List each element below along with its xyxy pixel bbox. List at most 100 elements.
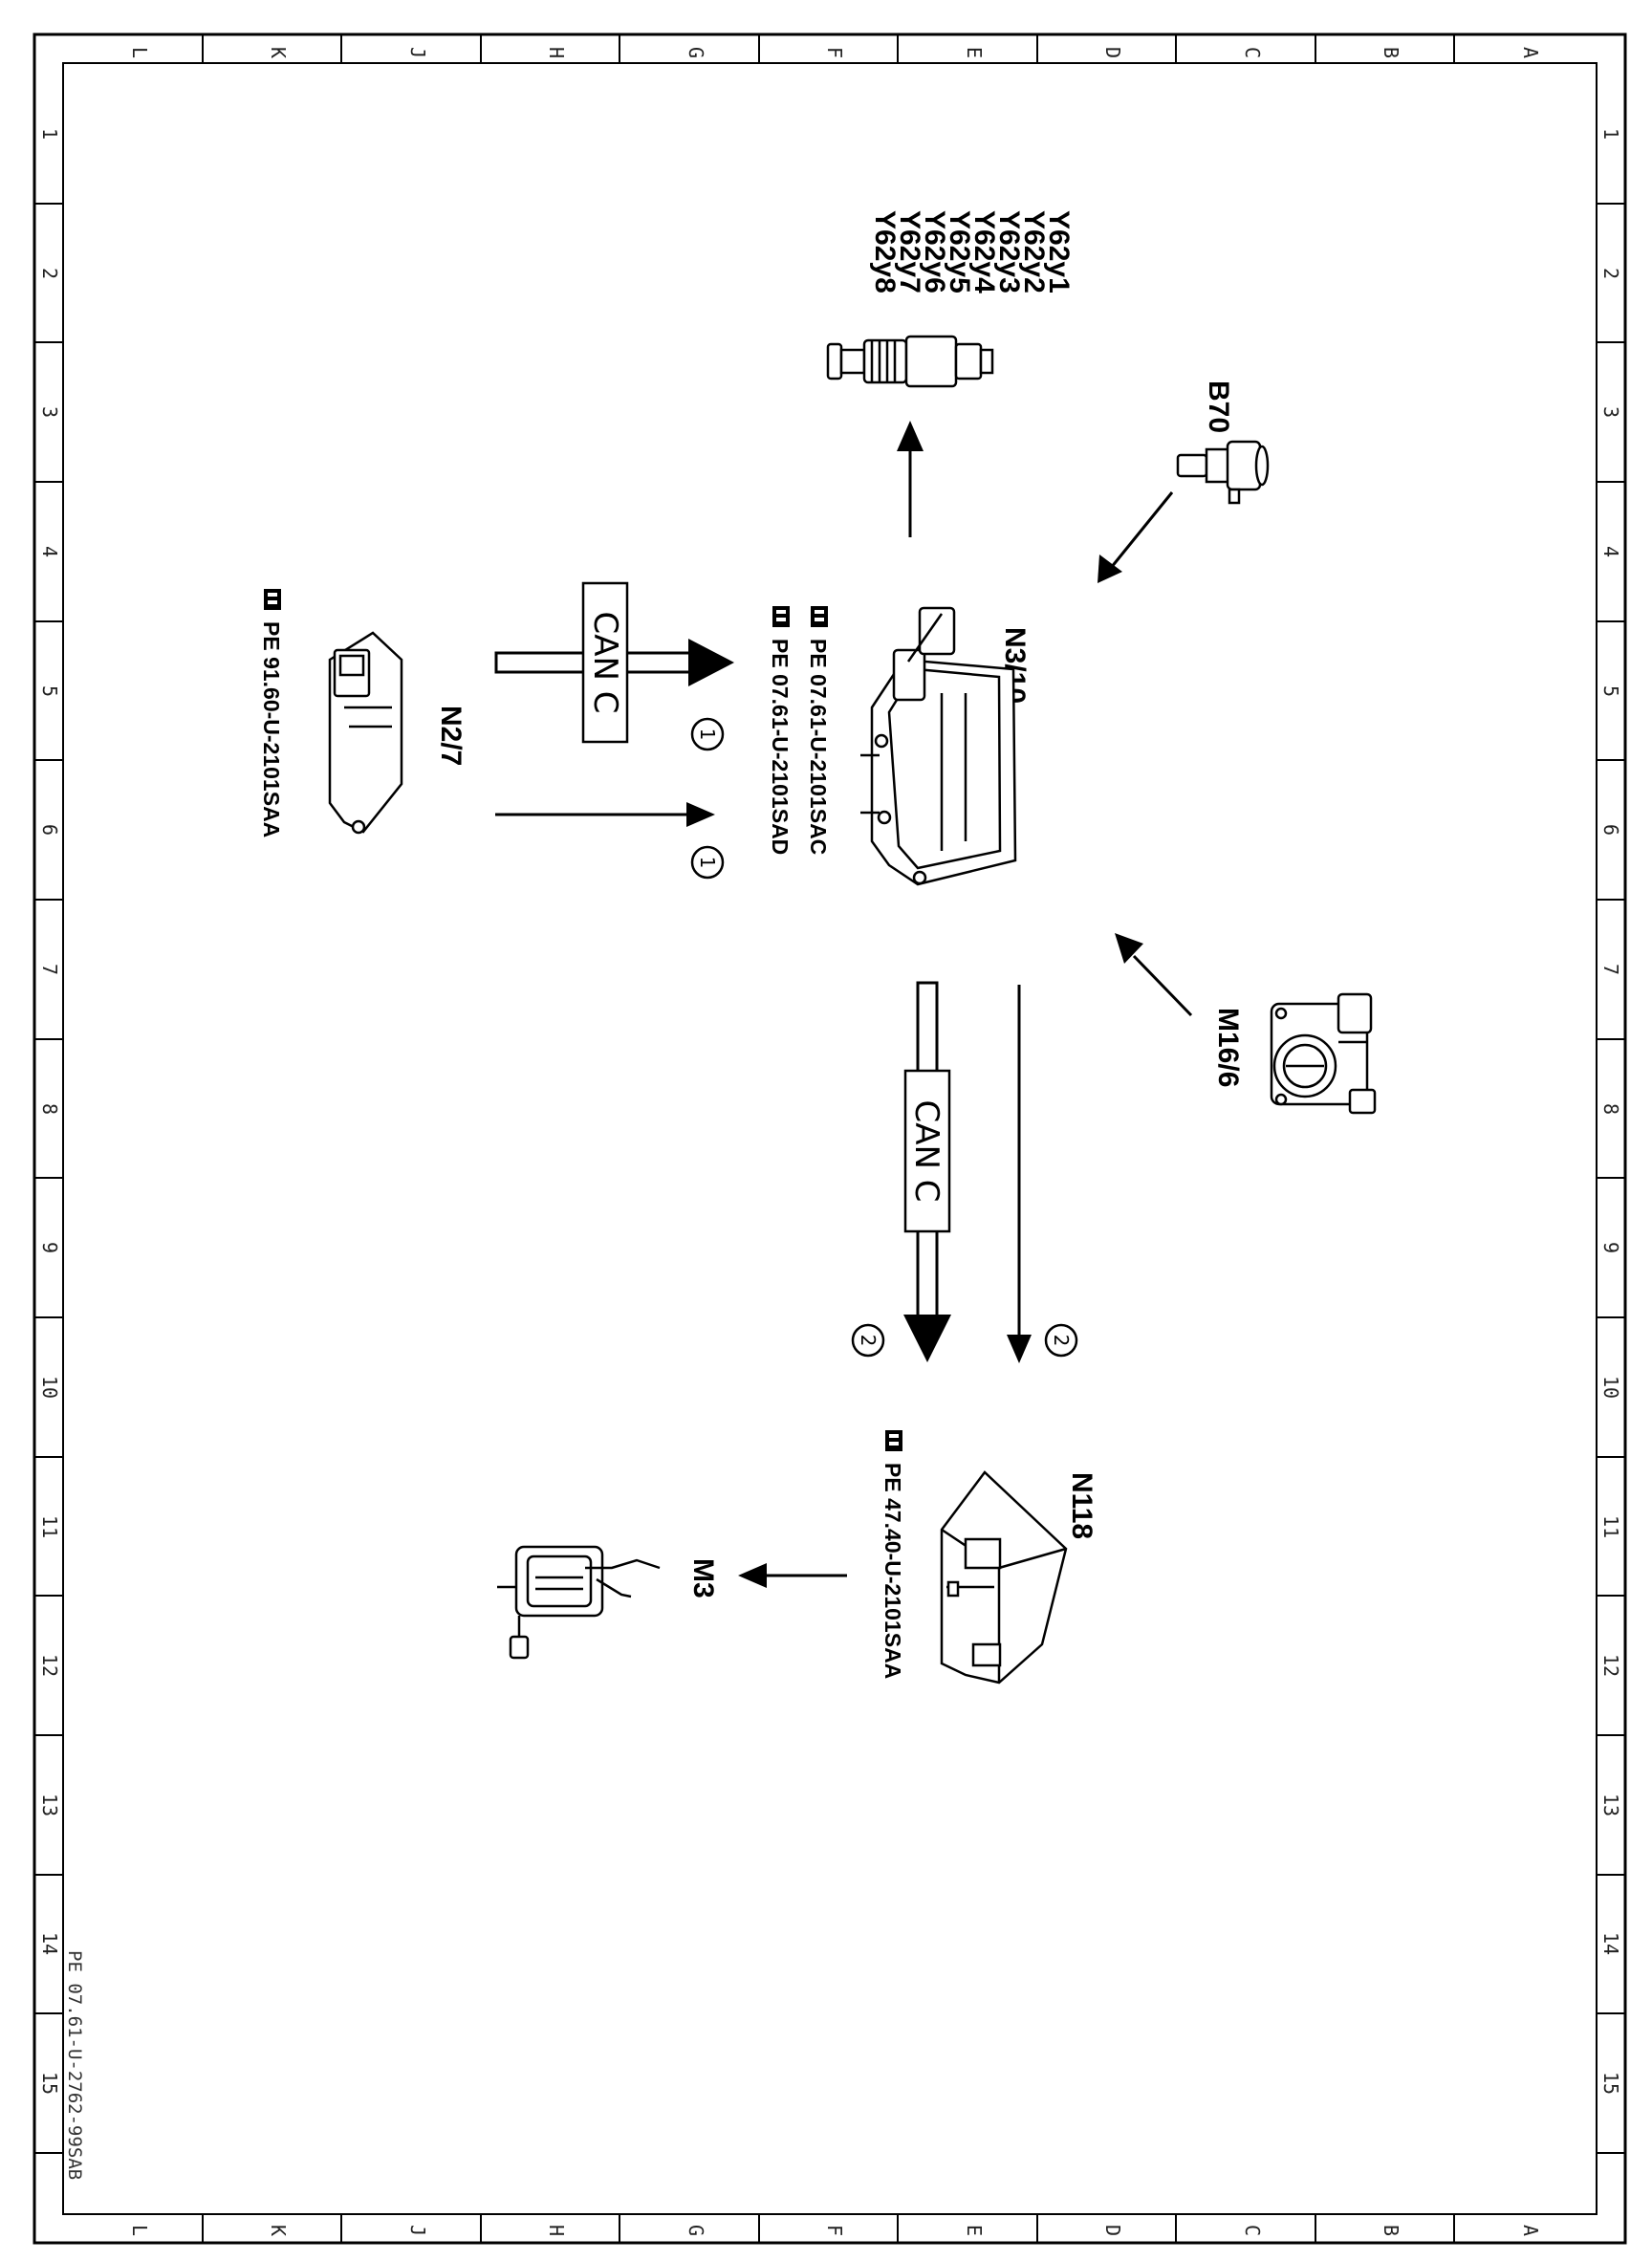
grid-row-label: 7: [38, 964, 61, 975]
n3-10-reference-1: PE 07.61-U-2101SAC: [806, 606, 831, 855]
reference-text: PE 91.60-U-2101SAA: [259, 621, 284, 837]
document-id: PE 07.61-U-2762-99SAB: [64, 1950, 85, 2180]
grid-row-label: 12: [1599, 1654, 1622, 1677]
grid-row-label: 14: [38, 1932, 61, 1955]
injector-label: Y62y1: [1043, 210, 1075, 293]
m16-6-label: M16/6: [1212, 1008, 1244, 1087]
grid-row-label: 6: [38, 824, 61, 836]
grid-row-label: 10: [38, 1376, 61, 1399]
signal-arrow-n2-7-to-n3-10: [495, 802, 715, 827]
grid-col-label: G: [685, 2225, 707, 2236]
crankshaft-sensor-drawing: [1176, 440, 1270, 505]
injector-label: Y62y3: [993, 210, 1025, 293]
marker-text: 1: [696, 857, 719, 869]
grid-row-label: 15: [38, 2072, 61, 2095]
can-bus-label: CAN C: [907, 1100, 946, 1203]
grid-col-label: J: [406, 47, 429, 58]
marker-2a: 2: [851, 1323, 885, 1358]
injector-label: Y62y5: [944, 210, 975, 293]
reference-text: PE 07.61-U-2101SAD: [768, 639, 793, 855]
grid-row-label: 3: [38, 406, 61, 418]
arrow-n3-10-to-injectors: [897, 421, 924, 537]
reference-text: PE 47.40-U-2101SAA: [880, 1463, 905, 1679]
outer-frame: [33, 33, 1627, 2245]
grid-col-label: F: [823, 47, 846, 58]
arrow-m16-6-to-n3-10: [1115, 933, 1193, 1017]
grid-column-labels-top: L K J H G F E D C B A: [128, 47, 1542, 58]
grid-row-label: 6: [1599, 824, 1622, 836]
injector-label: Y62y4: [968, 210, 1000, 293]
grid-col-label: C: [1241, 2225, 1264, 2236]
n118-reference: PE 47.40-U-2101SAA: [880, 1430, 905, 1679]
inner-frame: [62, 62, 1598, 2215]
grid-col-label: K: [267, 47, 290, 58]
grid-col-label: H: [545, 2225, 568, 2236]
grid-col-label: K: [267, 2225, 290, 2236]
grid-row-label: 9: [1599, 1242, 1622, 1253]
grid-row-label: 9: [38, 1242, 61, 1253]
grid-col-label: E: [963, 47, 986, 58]
grid-row-label: 4: [1599, 546, 1622, 557]
grid-col-label: C: [1241, 47, 1264, 58]
marker-1a: 1: [690, 717, 725, 751]
grid-col-label: D: [1101, 47, 1124, 58]
arrow-b70-to-n3-10: [1098, 491, 1174, 583]
grid-row-label: 7: [1599, 964, 1622, 975]
grid-row-label: 2: [38, 268, 61, 279]
marker-2b: 2: [1044, 1323, 1078, 1358]
grid-column-dividers: [202, 34, 1455, 2243]
grid-row-label: 8: [38, 1103, 61, 1115]
grid-row-labels-right: 1 2 3 4 5 6 7 8 9 10 11 12 13 14 15: [1599, 128, 1622, 2095]
grid-row-label: 3: [1599, 406, 1622, 418]
grid-col-label: A: [1519, 47, 1542, 58]
grid-row-label: 11: [38, 1515, 61, 1538]
grid-row-label: 2: [1599, 268, 1622, 279]
injector-label: Y62y8: [869, 210, 901, 293]
n118-label: N118: [1066, 1472, 1098, 1539]
grid-row-label: 12: [38, 1654, 61, 1677]
grid-row-label: 13: [1599, 1794, 1622, 1816]
n2-7-label: N2/7: [435, 706, 467, 766]
injector-labels: Y62y1 Y62y2 Y62y3 Y62y4 Y62y5 Y62y6 Y62y…: [869, 210, 1075, 293]
n3-10-reference-2: PE 07.61-U-2101SAD: [768, 606, 793, 855]
grid-col-label: A: [1519, 2225, 1542, 2236]
grid-row-label: 8: [1599, 1103, 1622, 1115]
grid-col-label: E: [963, 2225, 986, 2236]
grid-col-label: F: [823, 2225, 846, 2236]
grid-col-label: L: [128, 47, 151, 58]
grid-row-label: 11: [1599, 1515, 1622, 1538]
grid-row-label: 14: [1599, 1932, 1622, 1955]
grid-col-label: G: [685, 47, 707, 58]
hand-pointer-icon: [811, 606, 828, 627]
grid-col-label: J: [406, 2225, 429, 2236]
m3-label: M3: [687, 1558, 719, 1598]
airbag-control-unit-drawing: [328, 631, 403, 835]
hand-pointer-icon: [264, 589, 281, 610]
grid-row-label: 5: [38, 685, 61, 697]
grid-row-label: 1: [1599, 128, 1622, 140]
grid-row-label: 13: [38, 1794, 61, 1816]
grid-row-label: 4: [38, 546, 61, 557]
grid-row-label: 5: [1599, 685, 1622, 697]
grid-row-label: 15: [1599, 2072, 1622, 2095]
grid-row-labels-left: 1 2 3 4 5 6 7 8 9 10 11 12 13 14 15: [38, 128, 61, 2095]
fuel-injector-drawing: [826, 335, 994, 388]
hand-pointer-icon: [885, 1430, 902, 1451]
can-bus-label: CAN C: [586, 612, 624, 714]
reference-text: PE 07.61-U-2101SAC: [806, 639, 831, 855]
grid-row-label: 1: [38, 128, 61, 140]
injector-label: Y62y7: [894, 210, 925, 293]
grid-col-label: D: [1101, 2225, 1124, 2236]
grid-col-label: H: [545, 47, 568, 58]
grid-col-label: B: [1380, 47, 1402, 58]
marker-text: 1: [696, 728, 719, 741]
grid-col-label: B: [1380, 2225, 1402, 2236]
grid-column-labels-bottom: L K J H G F E D C B A: [128, 2225, 1542, 2236]
fuel-pump-drawing: [497, 1545, 661, 1660]
grid-row-label: 10: [1599, 1376, 1622, 1399]
b70-label: B70: [1203, 380, 1234, 433]
grid-col-label: L: [128, 2225, 151, 2236]
n2-7-reference: PE 91.60-U-2101SAA: [259, 589, 284, 837]
can-bus-arrow-mid: CAN C: [903, 981, 951, 1362]
